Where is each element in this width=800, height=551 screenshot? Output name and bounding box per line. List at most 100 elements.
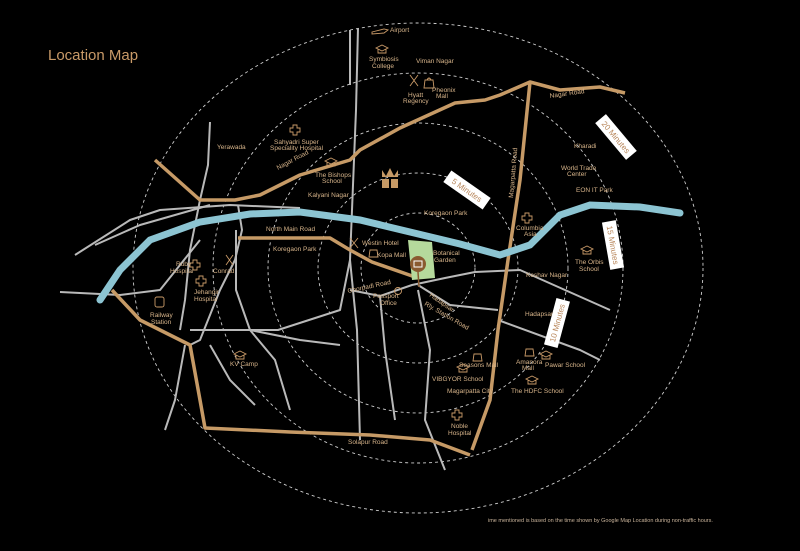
north-main-road [238, 236, 419, 280]
label-kv-camp: KV Camp [230, 361, 258, 368]
train-icon [154, 296, 165, 308]
nagar-road [153, 80, 626, 202]
road [497, 319, 601, 361]
road-label: Solapur Road [348, 439, 388, 446]
road [249, 329, 291, 411]
ring-10min [267, 122, 569, 414]
road [417, 284, 499, 311]
label-keshav-nagar: Keshav Nagar [526, 272, 568, 279]
ring-5min [317, 172, 519, 364]
label-sahyadri: Sahyadri Super [274, 139, 320, 146]
label-passport-office: Office [380, 300, 397, 307]
school-icon [579, 245, 595, 255]
label-ruby-hospital: Hospital [170, 268, 194, 275]
road [164, 344, 186, 431]
label-yerawada: Yerawada [217, 144, 246, 151]
road [59, 239, 201, 296]
label-symbiosis: College [372, 63, 394, 70]
hospital-icon [289, 124, 301, 136]
label-eon-it-park: EON IT Park [576, 187, 613, 194]
label-columbia-asia: Columbia [516, 225, 544, 232]
passport-icon [394, 287, 402, 295]
magarpatta-road [470, 81, 532, 451]
ring-15min [212, 72, 624, 464]
school-icon [232, 350, 248, 360]
label-botanical-garden: Garden [434, 257, 456, 264]
label-symbiosis: Symbiosis [369, 56, 399, 63]
label-kopa-mall: Kopa Mall [377, 252, 406, 259]
shopping-bag-icon [423, 77, 435, 89]
label-westin: Westin Hotel [362, 240, 399, 247]
label-jehangir-hospital: Jehangir [194, 289, 220, 296]
label-kharadi: Kharadi [574, 143, 596, 150]
school-icon [323, 157, 339, 167]
restaurant-icon [225, 254, 234, 266]
road [379, 295, 396, 421]
label-railway-station: Station [151, 319, 172, 326]
label-seasons-mall: Seasons Mall [459, 362, 499, 369]
label-noble-hospital: Noble [451, 423, 468, 430]
label-ruby-hospital: Ruby [176, 261, 192, 268]
label-jehangir-hospital: Hospital [194, 296, 218, 303]
label-kalyani-nagar: Kalyani Nagar [308, 192, 350, 199]
road-label: Magarpatta Road [508, 147, 519, 198]
school-icon [524, 375, 540, 385]
footnote: ime mentioned is based on the time shown… [488, 518, 713, 524]
road [189, 204, 243, 346]
label-amanora-mall: Mall [522, 365, 534, 372]
label-bishops-school: The Bishops [315, 172, 352, 179]
road [190, 329, 341, 346]
main-roads [110, 80, 626, 457]
place-labels: Airport Symbiosis College Viman Nagar Hy… [150, 27, 613, 437]
label-hdfc-school: The HDFC School [511, 388, 564, 395]
map-title: Location Map [48, 47, 138, 64]
label-amanora-mall: Amanora [516, 359, 543, 366]
badge-20-minutes: 20 Minutes [595, 114, 637, 160]
restaurant-icon [409, 74, 419, 87]
ring-inner [360, 212, 476, 324]
secondary-roads [59, 27, 611, 471]
label-orbis-school: School [579, 266, 599, 273]
label-koregaon-park: Koregaon Park [273, 246, 317, 253]
hospital-icon [521, 212, 533, 224]
school-icon [374, 44, 390, 54]
school-icon [455, 363, 471, 373]
school-icon [538, 350, 554, 360]
label-vibgyor-school: VIBGYOR School [432, 376, 484, 383]
label-wtc: World Trade [561, 165, 597, 172]
label-magarpatta-city: Magarpatta City [447, 388, 494, 395]
label-botanical-garden: Botanical [433, 250, 460, 257]
label-railway-station: Railway [150, 312, 174, 319]
poi-icons [154, 28, 595, 421]
road [417, 289, 446, 471]
ring-20min [132, 22, 704, 514]
road [94, 204, 211, 246]
label-airport: Airport [390, 27, 409, 34]
label-phoenix-mall: Mall [436, 93, 448, 100]
label-pawar-school: Pawar School [545, 362, 586, 369]
label-wtc: Center [567, 171, 587, 178]
label-hyatt: Regency [403, 98, 429, 105]
label-columbia-asia: Asia [524, 231, 537, 238]
badge-10-minutes: 10 Minutes [544, 298, 570, 348]
hospital-icon [451, 409, 463, 421]
label-orbis-school: The Orbis [575, 259, 604, 266]
label-passport-office: Passport [373, 293, 399, 300]
label-conrad: Conrad [213, 268, 235, 275]
road [235, 230, 351, 331]
badge-15-minutes: 15 Minutes [601, 220, 625, 270]
road [349, 27, 361, 441]
label-koregaon-park: Koregaon Park [424, 210, 468, 217]
road [74, 204, 301, 256]
label-hadapsar: Hadapsar [525, 311, 554, 318]
time-rings [132, 22, 704, 514]
shopping-bag-icon [368, 249, 379, 258]
hospital-icon [195, 275, 207, 287]
road [209, 344, 256, 406]
road-label: Nagar Road [276, 149, 311, 172]
project-site-marker [410, 256, 426, 288]
badge-5-minutes: 5 Minutes [443, 170, 491, 210]
label-hyatt: Hyatt [408, 92, 423, 99]
